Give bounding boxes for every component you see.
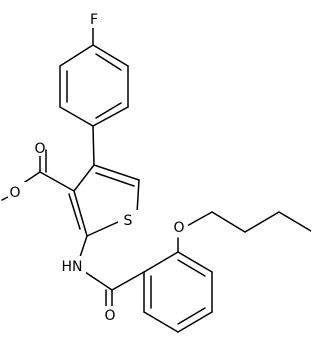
sulfur-atom-label: S xyxy=(124,213,133,229)
bond xyxy=(278,211,311,232)
bond xyxy=(95,102,122,119)
bond xyxy=(92,125,95,166)
bond xyxy=(143,311,179,333)
bond xyxy=(95,172,135,187)
bond xyxy=(73,190,88,237)
bond xyxy=(68,193,81,230)
bond xyxy=(211,211,246,233)
bond xyxy=(93,164,140,181)
bond xyxy=(59,44,94,67)
bond xyxy=(92,44,129,67)
bond xyxy=(177,311,213,333)
bond xyxy=(73,164,95,192)
fluorine-atom-label: F xyxy=(90,12,98,28)
bond xyxy=(79,235,88,258)
bond xyxy=(177,307,206,325)
amide-nitrogen-label: HN xyxy=(62,259,83,275)
bond xyxy=(92,106,129,127)
bond xyxy=(136,179,140,214)
bond xyxy=(84,271,113,291)
amide-oxygen-label: O xyxy=(104,308,115,324)
bond xyxy=(111,271,145,291)
ester-carbonyl-oxygen-label: O xyxy=(34,141,45,157)
bond xyxy=(244,211,280,233)
ester-ether-oxygen-label: O xyxy=(9,185,20,201)
atom-labels: F S O O HN O O xyxy=(8,10,188,324)
bond xyxy=(186,211,213,227)
bonds xyxy=(1,27,311,333)
bond xyxy=(95,53,122,71)
bond xyxy=(59,106,94,127)
bond xyxy=(177,251,213,273)
bond xyxy=(1,196,9,201)
bond xyxy=(86,221,119,237)
propoxy-oxygen-label: O xyxy=(173,220,184,236)
bond xyxy=(143,251,179,273)
bond xyxy=(39,171,75,192)
structure-diagram: F S O O HN O O xyxy=(1,10,311,333)
bond xyxy=(177,259,206,277)
